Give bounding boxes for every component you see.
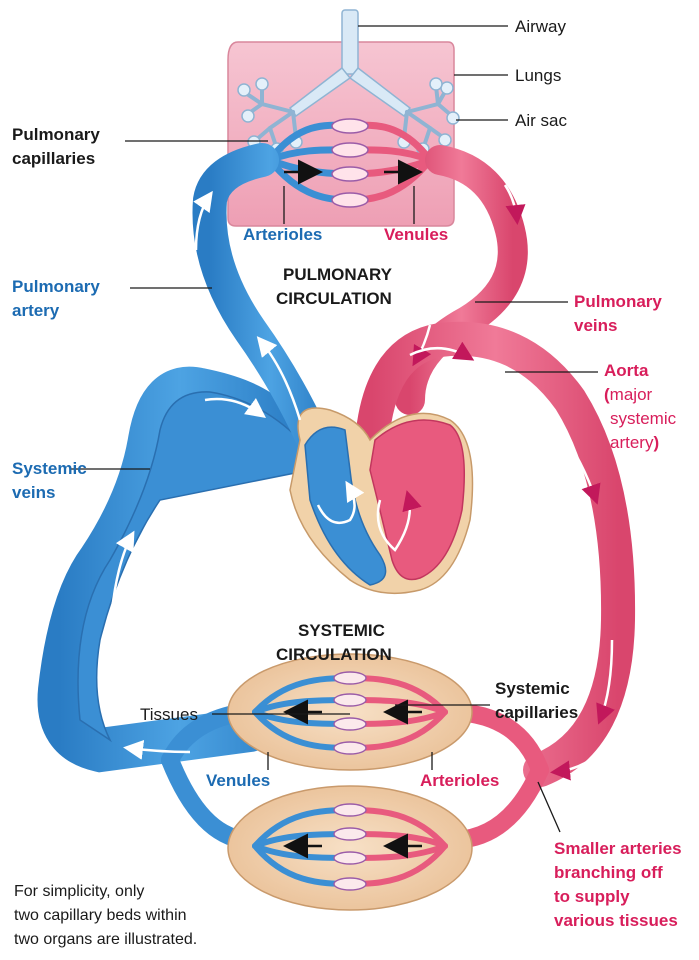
aorta-desc-line2: systemic bbox=[610, 409, 677, 428]
aorta-label: Aorta bbox=[604, 361, 649, 380]
airway-label: Airway bbox=[515, 17, 567, 36]
arterioles-top-label: Arterioles bbox=[243, 225, 322, 244]
venules-bottom-label: Venules bbox=[206, 771, 270, 790]
pulmonary-veins-label-line2: veins bbox=[574, 316, 617, 335]
systemic-capillaries-label-line2: capillaries bbox=[495, 703, 578, 722]
systemic-veins-label-line1: Systemic bbox=[12, 459, 87, 478]
air-sac-label: Air sac bbox=[515, 111, 567, 130]
pulmonary-capillaries-label-line2: capillaries bbox=[12, 149, 95, 168]
pulmonary-circulation-label-line1: PULMONARY bbox=[283, 265, 393, 284]
systemic-veins-label-line2: veins bbox=[12, 483, 55, 502]
heart bbox=[290, 408, 473, 593]
systemic-circulation-label-line1: SYSTEMIC bbox=[298, 621, 385, 640]
pulmonary-artery-label-line2: artery bbox=[12, 301, 60, 320]
arterioles-bottom-label: Arterioles bbox=[420, 771, 499, 790]
smaller-arteries-label-line2: branching off bbox=[554, 863, 663, 882]
smaller-arteries-label-line1: Smaller arteries bbox=[554, 839, 682, 858]
smaller-arteries-label-line4: various tissues bbox=[554, 911, 678, 930]
smaller-arteries-label-line3: to supply bbox=[554, 887, 630, 906]
lungs-label: Lungs bbox=[515, 66, 561, 85]
pulmonary-capillaries-label-line1: Pulmonary bbox=[12, 125, 100, 144]
pulmonary-artery-label-line1: Pulmonary bbox=[12, 277, 100, 296]
tissues-label: Tissues bbox=[140, 705, 198, 724]
note-line1: For simplicity, only bbox=[14, 883, 144, 900]
aorta-desc-line3: artery) bbox=[610, 433, 659, 452]
venules-top-label: Venules bbox=[384, 225, 448, 244]
pulmonary-veins-label-line1: Pulmonary bbox=[574, 292, 662, 311]
pulmonary-circulation-label-line2: CIRCULATION bbox=[276, 289, 392, 308]
systemic-capillary-loops bbox=[334, 672, 366, 890]
note-line3: two organs are illustrated. bbox=[14, 931, 197, 948]
systemic-capillaries-label-line1: Systemic bbox=[495, 679, 570, 698]
systemic-circulation-label-line2: CIRCULATION bbox=[276, 645, 392, 664]
aorta-desc-line1: (major bbox=[604, 385, 653, 404]
note-line2: two capillary beds within bbox=[14, 907, 187, 924]
